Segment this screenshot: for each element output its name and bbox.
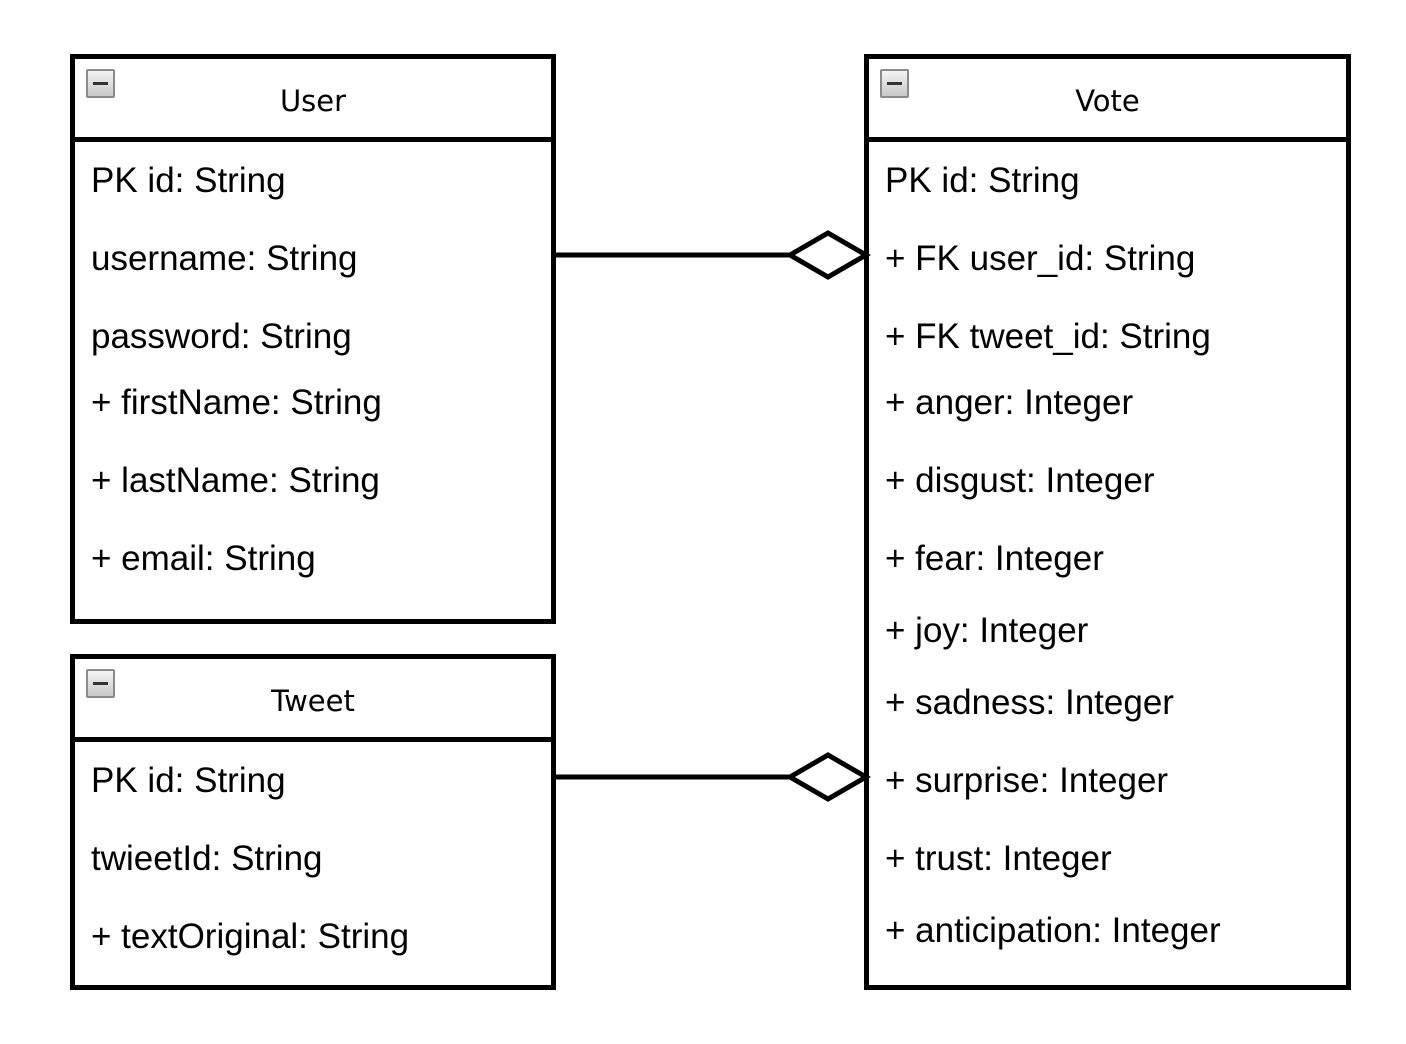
tweet-class-header: Tweet: [75, 659, 551, 742]
vote-attr-sadness: + sadness: Integer: [885, 683, 1174, 722]
vote-attr-trust: + trust: Integer: [885, 839, 1112, 878]
vote-attr-surprise: + surprise: Integer: [885, 761, 1169, 800]
user-class-header: User: [75, 59, 551, 142]
tweet-attr-textoriginal: + textOriginal: String: [91, 917, 410, 956]
user-attr-email: + email: String: [91, 539, 316, 578]
aggregation-diamond-icon: [785, 230, 871, 280]
user-attr-username: username: String: [91, 239, 358, 278]
tweet-class-name: Tweet: [271, 684, 355, 718]
user-attr-id: PK id: String: [91, 161, 286, 200]
vote-class-header: Vote: [869, 59, 1346, 142]
vote-attr-disgust: + disgust: Integer: [885, 461, 1155, 500]
user-attr-password: password: String: [91, 317, 352, 356]
collapse-icon[interactable]: [86, 669, 115, 698]
user-attr-firstname: + firstName: String: [91, 383, 382, 422]
vote-class-name: Vote: [1075, 84, 1140, 118]
user-attr-lastname: + lastName: String: [91, 461, 380, 500]
user-class[interactable]: User PK id: String username: String pass…: [70, 54, 556, 624]
vote-class[interactable]: Vote PK id: String + FK user_id: String …: [864, 54, 1351, 990]
collapse-icon[interactable]: [880, 69, 909, 98]
vote-attr-anticipation: + anticipation: Integer: [885, 911, 1221, 950]
user-vote-aggregation[interactable]: [556, 230, 871, 280]
vote-attr-fear: + fear: Integer: [885, 539, 1104, 578]
vote-attr-id: PK id: String: [885, 161, 1080, 200]
tweet-class[interactable]: Tweet PK id: String twieetId: String + t…: [70, 654, 556, 990]
vote-attr-tweet-id: + FK tweet_id: String: [885, 317, 1211, 356]
tweet-attr-tweetid: twieetId: String: [91, 839, 323, 878]
tweet-vote-aggregation[interactable]: [556, 752, 871, 802]
vote-attr-joy: + joy: Integer: [885, 611, 1089, 650]
tweet-attr-id: PK id: String: [91, 761, 286, 800]
aggregation-diamond-icon: [785, 752, 871, 802]
vote-attr-user-id: + FK user_id: String: [885, 239, 1196, 278]
vote-attr-anger: + anger: Integer: [885, 383, 1134, 422]
collapse-icon[interactable]: [86, 69, 115, 98]
user-class-name: User: [279, 84, 347, 118]
